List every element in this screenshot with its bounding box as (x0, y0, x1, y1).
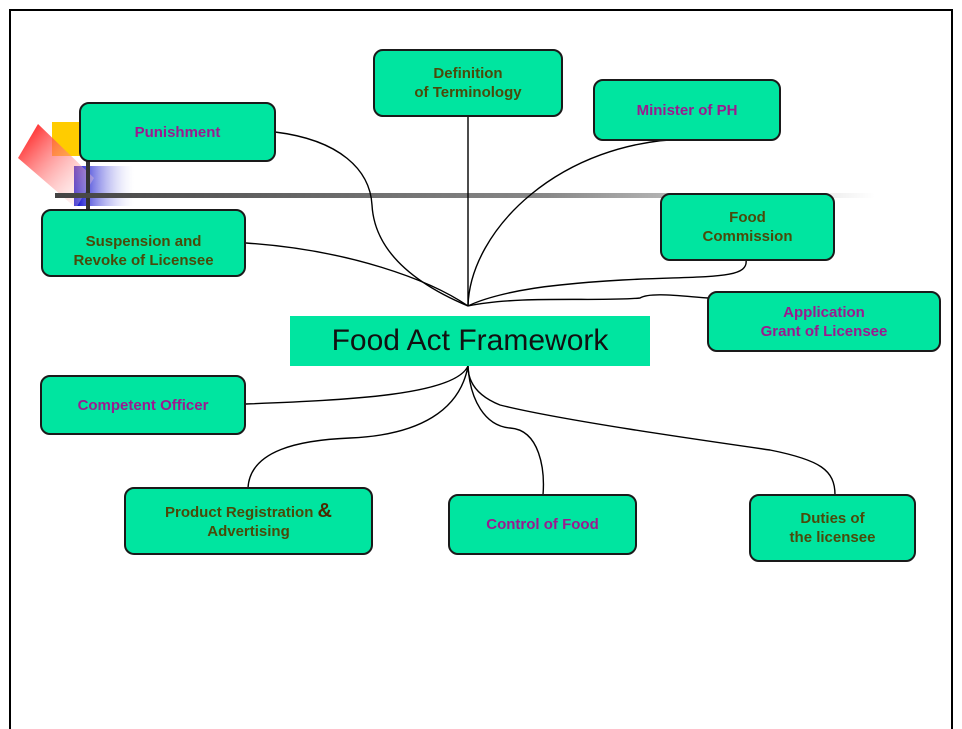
node-label: Minister of PH (636, 101, 738, 119)
node-product-registration-advertising[interactable]: Product Registration & Advertising (124, 487, 373, 555)
node-suspension-and-revoke[interactable]: Suspension and Revoke of Licensee (41, 209, 246, 277)
node-competent-officer[interactable]: Competent Officer (40, 375, 246, 435)
node-label: Punishment (134, 123, 221, 141)
node-line: Application (783, 303, 865, 321)
node-line: Revoke of Licensee (73, 252, 214, 269)
node-application-grant-of-licensee[interactable]: Application Grant of Licensee (707, 291, 941, 352)
node-punishment[interactable]: Punishment (79, 102, 276, 162)
link-competent (245, 365, 469, 405)
link-punishment (274, 131, 469, 307)
node-line-text: Product Registration (165, 503, 318, 521)
node-line: Commission (702, 228, 793, 245)
link-food-commission (467, 259, 747, 307)
node-food-commission[interactable]: Food Commission (660, 193, 835, 261)
node-label: Control of Food (486, 516, 599, 533)
link-duties (467, 365, 836, 496)
node-minister-of-ph[interactable]: Minister of PH (593, 79, 781, 141)
node-line: Duties of (800, 510, 865, 527)
node-line: the licensee (789, 529, 876, 546)
ampersand: & (317, 499, 332, 522)
link-application (467, 294, 709, 307)
node-definition-of-terminology[interactable]: Definition of Terminology (373, 49, 563, 117)
slide-frame (9, 9, 953, 729)
node-line: Product Registration & (165, 499, 332, 522)
center-label: Food Act Framework (331, 324, 609, 357)
slide-logo (18, 122, 134, 218)
link-product (247, 365, 469, 489)
node-line: Suspension and (85, 233, 202, 250)
link-minister (467, 138, 691, 307)
link-suspension (245, 242, 469, 307)
node-duties-of-the-licensee[interactable]: Duties of the licensee (749, 494, 916, 562)
node-label: Competent Officer (77, 396, 209, 414)
node-line: Definition (433, 65, 503, 82)
node-line: of Terminology (414, 84, 522, 101)
slide-rule (55, 193, 875, 198)
node-line: Food (729, 209, 766, 226)
node-control-of-food[interactable]: Control of Food (448, 494, 637, 555)
link-control (467, 365, 545, 496)
node-line: Advertising (207, 522, 290, 540)
center-topic: Food Act Framework (290, 316, 650, 366)
node-line: Grant of Licensee (760, 322, 888, 340)
